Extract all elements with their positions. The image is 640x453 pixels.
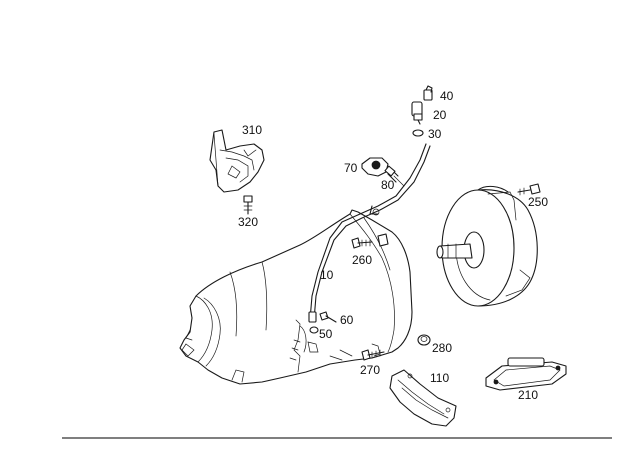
callout-110: 110 — [430, 371, 449, 385]
callout-50: 50 — [319, 327, 333, 341]
callout-320: 320 — [238, 215, 258, 229]
callout-70: 70 — [344, 161, 358, 175]
callout-10: 10 — [320, 268, 334, 282]
transmission-housing — [179, 209, 413, 385]
dipstick-lock-40 — [423, 85, 433, 101]
callout-250: 250 — [528, 195, 548, 209]
bracket-310 — [209, 129, 265, 193]
clamp-70 — [361, 157, 389, 177]
callout-270: 270 — [360, 363, 380, 377]
filter-110 — [389, 369, 457, 427]
bolt-60 — [319, 311, 337, 323]
callout-210: 210 — [518, 388, 538, 402]
screw-320 — [243, 195, 253, 215]
bolt-250 — [517, 183, 541, 196]
plug-280 — [417, 334, 431, 346]
callout-40: 40 — [440, 89, 454, 103]
washer-50 — [309, 326, 319, 334]
callout-80: 80 — [381, 178, 395, 192]
callout-260: 260 — [352, 253, 372, 267]
bolt-260 — [351, 233, 389, 249]
callout-60: 60 — [340, 313, 354, 327]
torque-converter — [436, 185, 538, 307]
callout-310: 310 — [242, 123, 262, 137]
dipstick-tube — [308, 143, 431, 323]
cover-210 — [485, 357, 567, 391]
dipstick-cap-20 — [411, 101, 423, 125]
callout-20: 20 — [433, 108, 447, 122]
callout-280: 280 — [432, 341, 452, 355]
bolt-270 — [361, 349, 385, 361]
callout-30: 30 — [428, 127, 442, 141]
bolt-80 — [384, 165, 405, 187]
o-ring-30 — [412, 129, 424, 137]
